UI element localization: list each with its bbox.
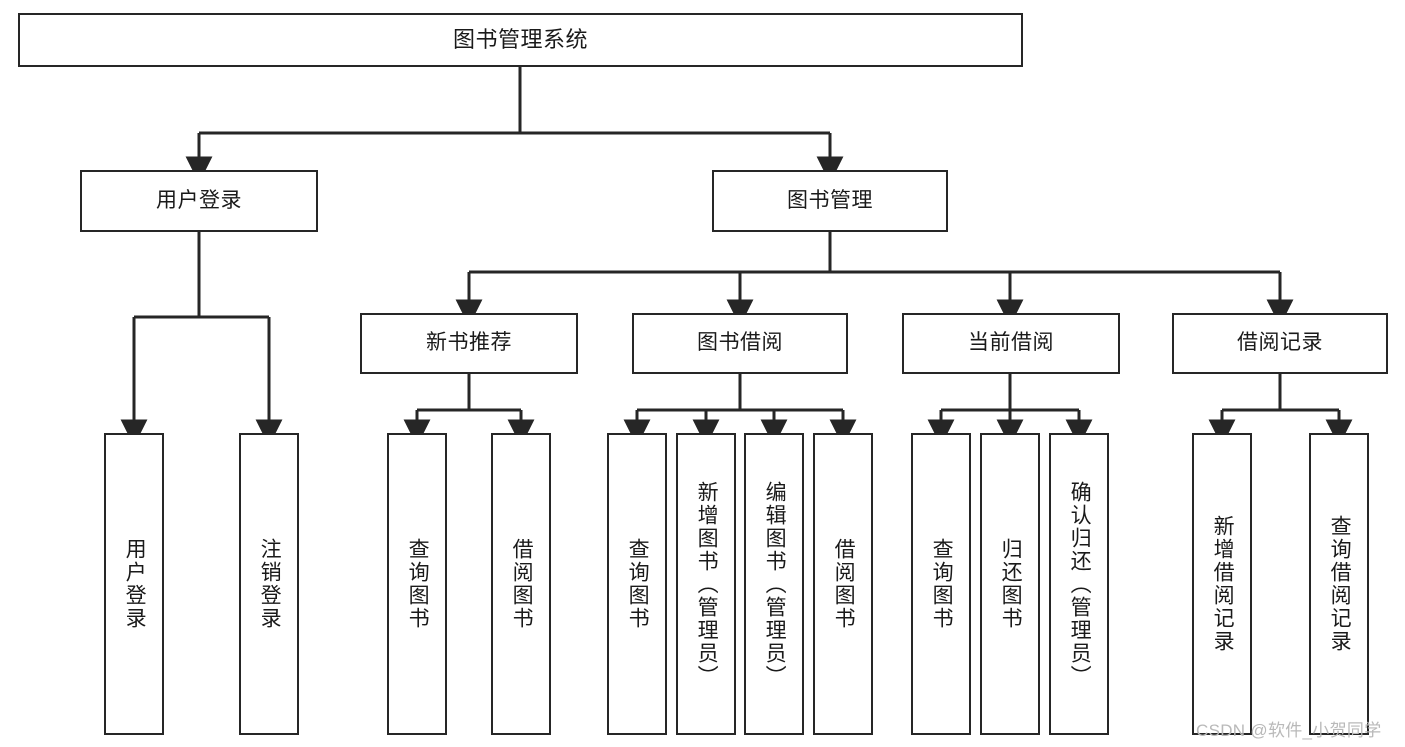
csdn-watermark: CSDN @软件_小贺同学	[1196, 721, 1382, 740]
node-leaf-add-book[interactable]: 新增图书（管理员）	[676, 433, 736, 735]
node-book-borrow[interactable]: 图书借阅	[632, 313, 848, 374]
node-leaf-query-record[interactable]: 查询借阅记录	[1309, 433, 1369, 735]
node-leaf-return-book[interactable]: 归还图书	[980, 433, 1040, 735]
node-user-login[interactable]: 用户登录	[80, 170, 318, 232]
node-book-borrow-label: 图书借阅	[697, 331, 783, 355]
node-new-book-recommend-label: 新书推荐	[426, 331, 512, 355]
node-leaf-user-login-label: 用户登录	[123, 538, 147, 630]
node-book-manage-label: 图书管理	[787, 188, 873, 212]
node-leaf-borrow-book-2[interactable]: 借阅图书	[813, 433, 873, 735]
node-leaf-add-book-label: 新增图书（管理员）	[695, 480, 719, 688]
node-leaf-return-book-label: 归还图书	[999, 538, 1023, 630]
node-leaf-edit-book-label: 编辑图书（管理员）	[763, 480, 787, 688]
node-leaf-confirm-return-label: 确认归还（管理员）	[1068, 480, 1092, 688]
node-borrow-record[interactable]: 借阅记录	[1172, 313, 1388, 374]
node-leaf-logout-login-label: 注销登录	[258, 538, 282, 630]
node-leaf-query-book-2[interactable]: 查询图书	[607, 433, 667, 735]
node-leaf-query-book-1[interactable]: 查询图书	[387, 433, 447, 735]
node-root-label: 图书管理系统	[452, 27, 588, 53]
node-leaf-add-record[interactable]: 新增借阅记录	[1192, 433, 1252, 735]
node-leaf-edit-book[interactable]: 编辑图书（管理员）	[744, 433, 804, 735]
node-current-borrow[interactable]: 当前借阅	[902, 313, 1120, 374]
node-leaf-query-book-2-label: 查询图书	[626, 538, 650, 630]
node-root[interactable]: 图书管理系统	[18, 13, 1023, 67]
node-book-manage[interactable]: 图书管理	[712, 170, 948, 232]
node-new-book-recommend[interactable]: 新书推荐	[360, 313, 578, 374]
node-leaf-borrow-book-1-label: 借阅图书	[510, 538, 534, 630]
node-borrow-record-label: 借阅记录	[1237, 331, 1323, 355]
node-leaf-query-book-3[interactable]: 查询图书	[911, 433, 971, 735]
node-leaf-add-record-label: 新增借阅记录	[1211, 515, 1235, 653]
node-leaf-query-record-label: 查询借阅记录	[1328, 515, 1352, 653]
node-leaf-user-login[interactable]: 用户登录	[104, 433, 164, 735]
node-leaf-query-book-3-label: 查询图书	[930, 538, 954, 630]
node-leaf-confirm-return[interactable]: 确认归还（管理员）	[1049, 433, 1109, 735]
node-leaf-query-book-1-label: 查询图书	[406, 538, 430, 630]
node-leaf-borrow-book-2-label: 借阅图书	[832, 538, 856, 630]
node-user-login-label: 用户登录	[156, 188, 242, 212]
node-leaf-borrow-book-1[interactable]: 借阅图书	[491, 433, 551, 735]
node-leaf-logout-login[interactable]: 注销登录	[239, 433, 299, 735]
node-current-borrow-label: 当前借阅	[968, 331, 1054, 355]
